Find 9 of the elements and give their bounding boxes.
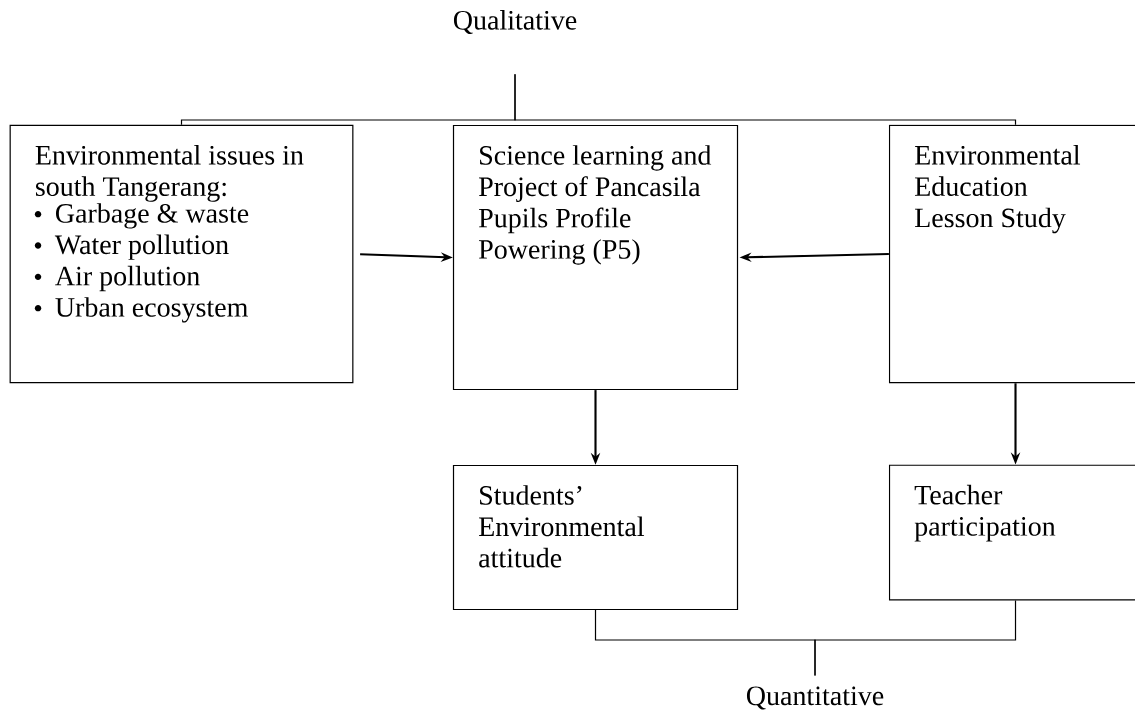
process-box: Environmental Education Lesson Study	[888, 124, 1135, 384]
process-box: Teacher participation	[888, 464, 1135, 601]
bracket-line	[514, 73, 1017, 126]
bracket-line	[814, 599, 1017, 677]
process-box: Science learning and Project of Pancasila Pupils Profile Powering (P5)	[452, 124, 739, 391]
process-box: Students’ Environmental attitude	[452, 464, 739, 611]
process-box: Environmental issues in south Tangerang: Garbage & waste Water pollution Air pollution Urban ecosystem	[9, 124, 354, 384]
axis-label: Qualitative	[453, 10, 577, 34]
axis-label: Quantitative	[746, 686, 884, 710]
